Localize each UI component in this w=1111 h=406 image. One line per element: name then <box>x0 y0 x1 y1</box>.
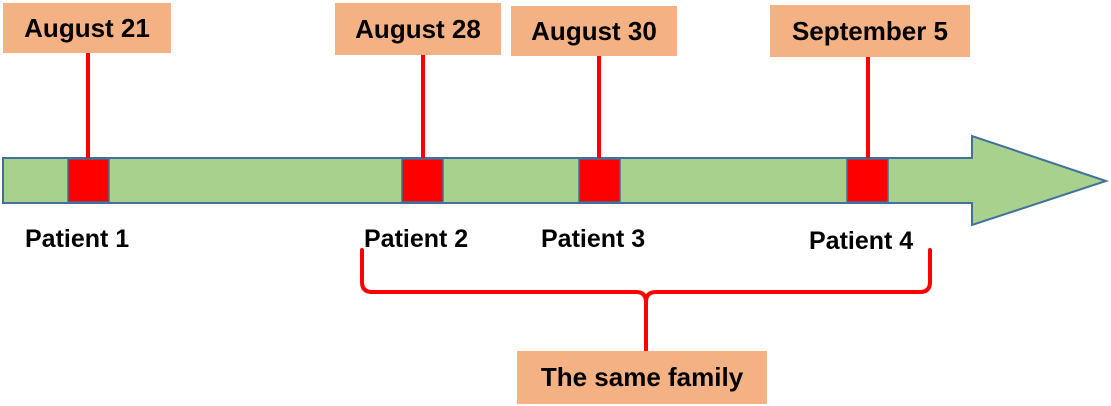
event-marker-1 <box>67 158 110 203</box>
family-brace <box>360 248 932 352</box>
date-label-2: August 28 <box>335 3 501 55</box>
event-marker-3 <box>578 158 621 203</box>
patient-label-2: Patient 2 <box>364 225 469 253</box>
event-marker-4 <box>846 158 889 203</box>
patient-label-1: Patient 1 <box>25 225 130 253</box>
timeline-arrow <box>2 134 1110 227</box>
date-label-4: September 5 <box>770 5 970 57</box>
event-marker-2 <box>401 158 444 203</box>
patient-label-3: Patient 3 <box>541 225 646 253</box>
date-label-1: August 21 <box>3 3 171 53</box>
date-label-3: August 30 <box>511 6 677 56</box>
patient-label-4: Patient 4 <box>809 227 914 255</box>
family-label: The same family <box>517 351 767 404</box>
